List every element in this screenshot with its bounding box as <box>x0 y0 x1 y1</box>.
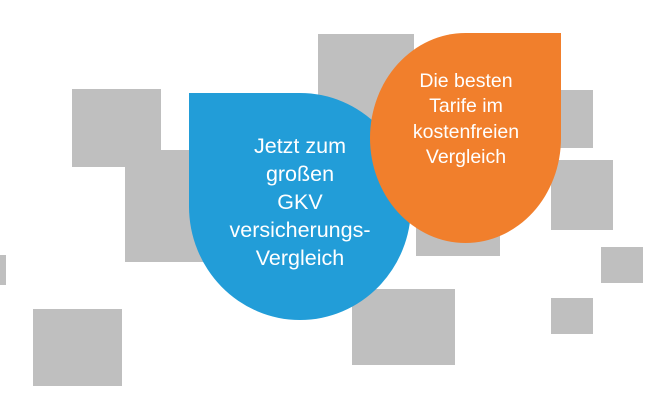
blue-circle-text: Jetzt zum großen GKV versicherungs- Verg… <box>229 134 371 270</box>
gray-block-edge-left <box>0 255 6 285</box>
orange-circle-text: Die besten Tarife im kostenfreien Vergle… <box>412 70 520 169</box>
gray-block-far-right <box>601 247 643 283</box>
gray-block-right-lower <box>551 160 613 230</box>
gray-block-bottom-left <box>33 309 122 386</box>
orange-circle-shape[interactable] <box>370 33 561 243</box>
gray-block-right-small <box>551 298 593 334</box>
gray-block-mid-bottom <box>352 289 455 365</box>
